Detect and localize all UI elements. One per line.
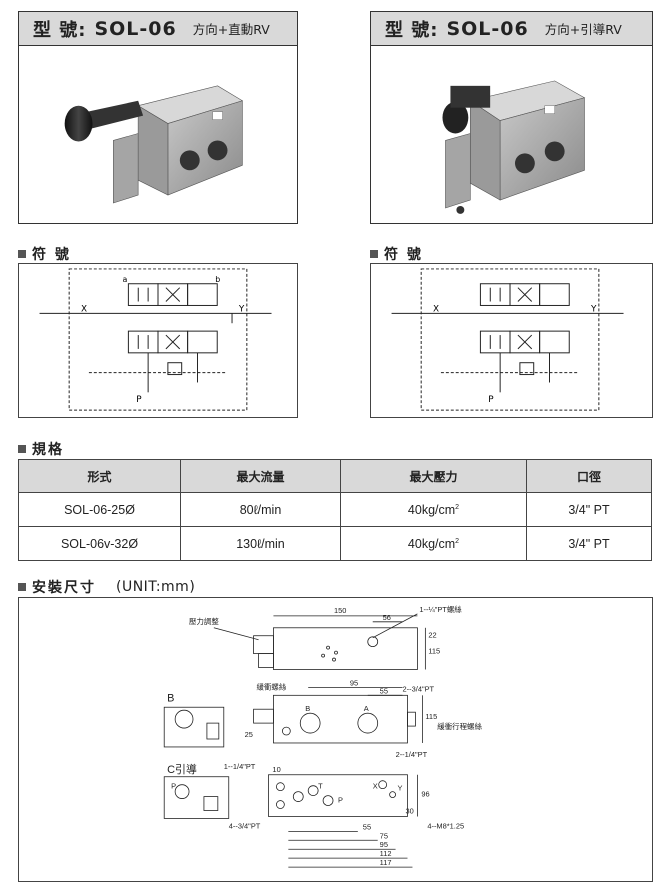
bullet-icon: [18, 445, 26, 453]
model-label: 型 號:: [33, 19, 87, 41]
label-two-34pt: 2--3/4"PT: [403, 684, 435, 693]
dimension-title: 安裝尺寸 (UNIT:mm): [18, 577, 195, 597]
symbol-title-right: 符 號: [370, 244, 423, 264]
port-a-label: a: [122, 275, 127, 284]
dim-150: 150: [334, 606, 346, 615]
hydraulic-symbol-right: X Y P: [370, 263, 653, 418]
cell-port: 3/4" PT: [526, 526, 652, 561]
section-title-text: 規格: [32, 442, 64, 458]
dim-75: 75: [380, 831, 388, 840]
product-photo: [19, 46, 297, 223]
section-title-text: 符 號: [32, 247, 71, 263]
dim-56: 56: [383, 613, 391, 622]
dim-22: 22: [428, 631, 436, 640]
port-p-small: P: [171, 782, 176, 791]
port-y-label: Y: [590, 304, 597, 314]
section-title-text: 安裝尺寸: [32, 580, 96, 596]
table-header-row: 形式 最大流量 最大壓力 口徑: [18, 459, 652, 493]
port-t: T: [318, 782, 323, 791]
port-p: P: [338, 796, 343, 805]
section-title-text: 符 號: [384, 247, 423, 263]
label-two-14pt: 2--1/4"PT: [396, 750, 428, 759]
label-buffer-screw: 緩衝螺絲: [257, 681, 287, 691]
model-header: 型 號: SOL-06 方向+引導RV: [371, 12, 652, 46]
cell-flow: 130ℓ/min: [180, 526, 341, 561]
port-p-label: P: [136, 395, 142, 405]
bullet-icon: [370, 250, 378, 258]
cell-port: 3/4" PT: [526, 492, 652, 527]
label-c-view: C引導: [167, 762, 197, 776]
model-header: 型 號: SOL-06 方向+直動RV: [19, 12, 297, 46]
col-port: 口徑: [526, 459, 652, 493]
table-row: SOL-06v-32Ø 130ℓ/min 40kg/cm2 3/4" PT: [18, 526, 652, 561]
port-y: Y: [398, 784, 403, 793]
dim-96: 96: [421, 790, 429, 799]
label-quarter-pt: 1--¼"PT螺絲: [419, 604, 462, 614]
pressure-value: 40kg/cm: [407, 502, 456, 517]
label-buffer-stroke: 緩衝行程螺絲: [437, 721, 482, 731]
port-x-label: X: [81, 304, 87, 314]
model-code: SOL-06: [94, 17, 177, 40]
cell-model: SOL-06-25Ø: [18, 492, 181, 527]
dimension-unit: (UNIT:mm): [116, 579, 196, 595]
dim-115b: 115: [425, 712, 437, 721]
pressure-value: 40kg/cm: [407, 536, 456, 551]
dim-55b: 55: [363, 822, 371, 831]
pressure-sup: 2: [455, 537, 460, 545]
port-b: B: [305, 704, 310, 713]
dim-10: 10: [272, 765, 280, 774]
model-code: SOL-06: [446, 17, 529, 40]
spec-title: 規格: [18, 439, 64, 459]
cell-pressure: 40kg/cm2: [340, 492, 527, 527]
port-x-label: X: [433, 304, 439, 314]
col-flow: 最大流量: [180, 459, 341, 493]
dim-115a: 115: [428, 647, 440, 656]
port-b-label: b: [215, 275, 220, 284]
port-p-label: P: [488, 395, 494, 405]
table-row: SOL-06-25Ø 80ℓ/min 40kg/cm2 3/4" PT: [18, 492, 652, 527]
model-card-direct-rv: 型 號: SOL-06 方向+直動RV: [18, 11, 298, 224]
model-desc: 方向+引導RV: [544, 22, 622, 37]
hydraulic-symbol-left: X Y P a b: [18, 263, 298, 418]
bullet-icon: [18, 250, 26, 258]
symbol-title-left: 符 號: [18, 244, 71, 264]
port-y-label: Y: [238, 304, 245, 314]
model-card-pilot-rv: 型 號: SOL-06 方向+引導RV: [370, 11, 653, 224]
label-b-view: B: [167, 692, 174, 704]
col-pressure: 最大壓力: [340, 459, 527, 493]
dim-95b: 95: [380, 840, 388, 849]
model-label: 型 號:: [385, 19, 439, 41]
label-pressure-adjust: 壓力調整: [189, 616, 219, 626]
label-four-34pt: 4--3/4"PT: [229, 821, 261, 830]
dim-55: 55: [380, 686, 388, 695]
port-a: A: [364, 704, 369, 713]
bullet-icon: [18, 583, 26, 591]
cell-flow: 80ℓ/min: [180, 492, 341, 527]
model-desc: 方向+直動RV: [192, 22, 270, 37]
col-model: 形式: [18, 459, 181, 493]
dim-95: 95: [350, 678, 358, 687]
product-photo: [371, 46, 652, 223]
pressure-sup: 2: [455, 503, 460, 511]
dim-25: 25: [245, 730, 253, 739]
dim-117: 117: [380, 858, 392, 867]
port-x: X: [373, 782, 378, 791]
cell-pressure: 40kg/cm2: [340, 526, 527, 561]
label-one-14pt: 1--1/4"PT: [224, 762, 256, 771]
dim-30: 30: [406, 806, 414, 815]
spec-table: 形式 最大流量 最大壓力 口徑 SOL-06-25Ø 80ℓ/min 40kg/…: [18, 459, 652, 561]
cell-model: SOL-06v-32Ø: [18, 526, 181, 561]
dimension-drawing: 壓力調整 1--¼"PT螺絲 150 56 22 115 B 緩衝螺絲 2--3…: [18, 597, 653, 882]
dim-112: 112: [380, 849, 392, 858]
label-m8: 4--M8*1.25: [427, 821, 464, 830]
